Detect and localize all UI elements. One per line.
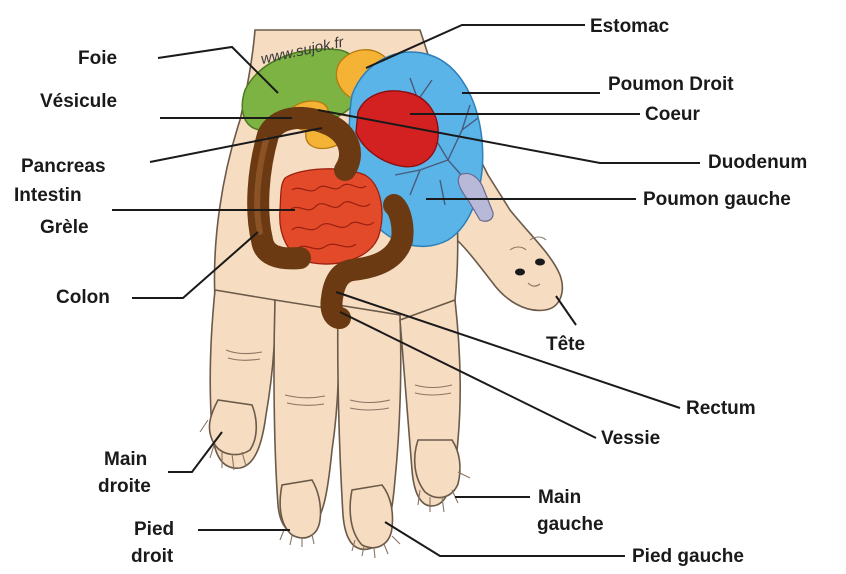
thumb-eye-left <box>515 269 525 276</box>
label-foie: Foie <box>78 48 117 69</box>
label-poumon-gauche: Poumon gauche <box>643 189 791 210</box>
label-main-droite-2: droite <box>98 476 151 497</box>
label-pied-droit-1: Pied <box>134 519 174 540</box>
label-vessie: Vessie <box>601 428 660 449</box>
mini-foot-right <box>280 480 321 547</box>
label-pied-droit-2: droit <box>131 546 174 567</box>
label-tete: Tête <box>546 334 585 355</box>
label-grele: Grèle <box>40 217 89 238</box>
label-coeur: Coeur <box>645 104 701 125</box>
label-colon: Colon <box>56 287 110 308</box>
label-estomac: Estomac <box>590 16 670 37</box>
label-rectum: Rectum <box>686 398 756 419</box>
label-pied-gauche: Pied gauche <box>632 546 744 567</box>
label-vesicule: Vésicule <box>40 91 117 112</box>
label-main-gauche-1: Main <box>538 487 581 508</box>
label-main-droite-1: Main <box>104 449 147 470</box>
label-duodenum: Duodenum <box>708 152 807 173</box>
label-poumon-droit: Poumon Droit <box>608 74 734 95</box>
label-intestin: Intestin <box>14 185 82 206</box>
label-main-gauche-2: gauche <box>537 514 604 535</box>
leader-tete <box>556 296 576 325</box>
label-pancreas: Pancreas <box>21 156 106 177</box>
thumb-eye-right <box>535 259 545 266</box>
